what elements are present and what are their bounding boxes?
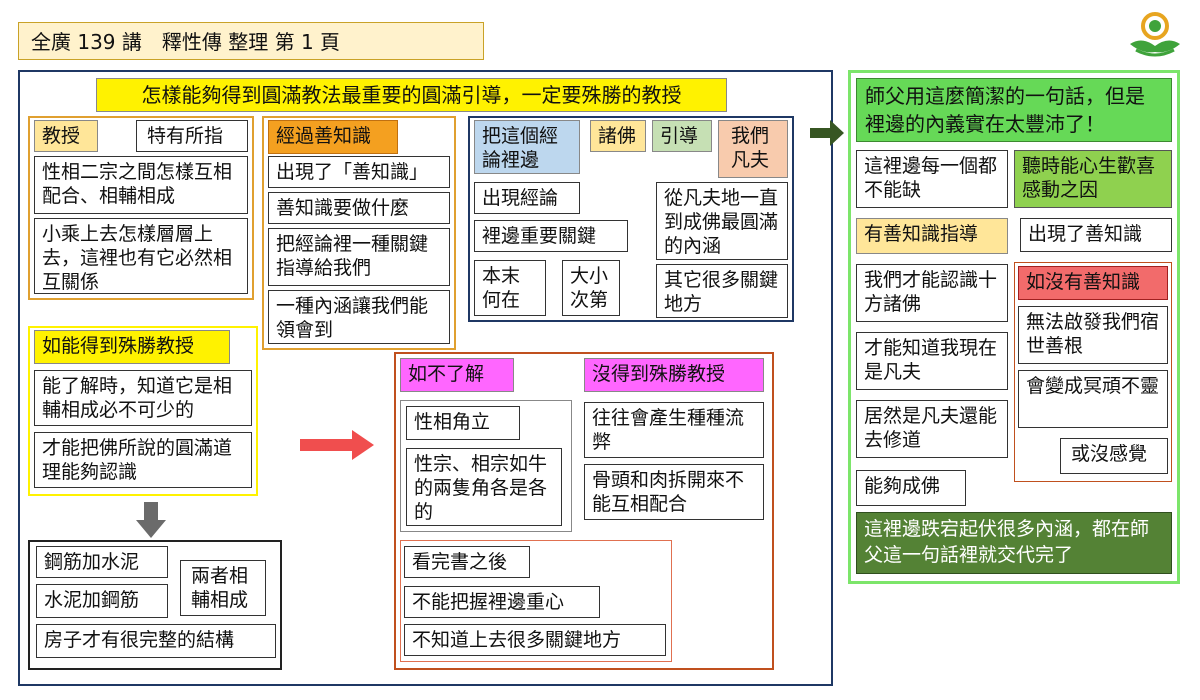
tingshi: 聽時能心生歡喜感動之因	[1014, 150, 1172, 208]
jinglun-group	[468, 116, 794, 322]
transition-arrow-icon	[810, 120, 844, 146]
yindao-label: 引導	[652, 120, 712, 152]
jiaoshou-item-1: 性相二宗之間怎樣互相配合、相輔相成	[34, 156, 248, 214]
mei-item-2: 會變成冥頑不靈	[1018, 370, 1168, 428]
bulie-group	[400, 400, 572, 532]
jiaoshou-item-2: 小乘上去怎樣層層上去，這裡也有它必然相互關係	[34, 218, 248, 294]
bulie-item-2: 性宗、相宗如牛的兩隻角各是各的	[406, 448, 562, 526]
left-main-title: 怎樣能夠得到圓滿教法最重要的圓滿引導，一定要殊勝的教授	[96, 78, 727, 112]
jinglun-label: 把這個經論裡邊	[474, 120, 580, 174]
right-conclusion: 這裡邊跌宕起伏很多內涵，都在師父這一句話裡就交代完了	[856, 512, 1172, 574]
shanzhishi-item-4: 一種內涵讓我們能領會到	[268, 290, 450, 344]
shanzhishi-item-2: 善知識要做什麼	[268, 192, 450, 224]
shanzhishi-item-1: 出現了「善知識」	[268, 156, 450, 188]
jinglun-item-1: 出現經論	[474, 182, 580, 214]
mei-label: 如沒有善知識	[1018, 266, 1168, 300]
mei-item-1: 無法啟發我們宿世善根	[1018, 306, 1168, 364]
kanwan-item-3: 不知道上去很多關鍵地方	[404, 624, 666, 656]
jiaoshou-tag: 特有所指	[136, 120, 248, 152]
right-arrow-icon	[300, 430, 374, 460]
jinglun-item-3: 本末何在	[474, 260, 546, 316]
shanzhishi-item-3: 把經論裡一種關鍵指導給我們	[268, 228, 450, 286]
jiaoshou-group	[28, 116, 254, 300]
mei-item-3: 或沒感覺	[1060, 438, 1168, 474]
bulie-label: 如不了解	[400, 358, 514, 392]
analogy-item-3: 房子才有很完整的結構	[36, 624, 276, 658]
you-item-4: 能夠成佛	[856, 470, 966, 506]
meide-item-2: 骨頭和肉拆開來不能互相配合	[584, 464, 764, 520]
meide-label: 沒得到殊勝教授	[584, 358, 764, 392]
mei-yige: 這裡邊每一個都不能缺	[856, 150, 1008, 208]
right-main-frame	[848, 70, 1180, 584]
fanfu-label: 我們凡夫	[718, 120, 788, 178]
kanwan-group	[400, 540, 672, 662]
lotus-logo-icon	[1122, 10, 1188, 62]
down-arrow-icon	[136, 502, 166, 538]
header-title: 全廣 139 講 釋性傳 整理 第 1 頁	[18, 22, 484, 60]
analogy-both: 兩者相輔相成	[180, 560, 266, 616]
jiaoshou-label: 教授	[34, 120, 98, 152]
jinglun-right-item-2: 其它很多關鍵地方	[656, 264, 788, 318]
kanwan-item-2: 不能把握裡邊重心	[404, 586, 600, 618]
analogy-group	[28, 540, 282, 670]
you-item-3: 居然是凡夫還能去修道	[856, 400, 1008, 458]
left-main-frame	[18, 70, 833, 686]
right-main-title: 師父用這麼簡潔的一句話，但是裡邊的內義實在太豐沛了！	[856, 78, 1172, 142]
meide-item-1: 往往會產生種種流弊	[584, 402, 764, 458]
shanzhishi-group	[262, 116, 456, 350]
you-label: 有善知識指導	[856, 218, 1008, 254]
jinglun-item-4: 大小次第	[562, 260, 620, 316]
mei-group	[1014, 262, 1172, 482]
shanzhishi-label: 經過善知識	[268, 120, 398, 154]
you-item-2: 才能知道我現在是凡夫	[856, 332, 1008, 390]
analogy-item-2: 水泥加鋼筋	[36, 584, 168, 618]
kanwan-item-1: 看完書之後	[404, 546, 530, 578]
zhufo-label: 諸佛	[590, 120, 646, 152]
rusheng-label: 如能得到殊勝教授	[34, 330, 230, 364]
you-item-1: 我們才能認識十方諸佛	[856, 264, 1008, 322]
analogy-item-1: 鋼筋加水泥	[36, 546, 168, 578]
bulie-item-1: 性相角立	[406, 406, 520, 440]
jinglun-item-2: 裡邊重要關鍵	[474, 220, 628, 252]
consequence-group	[394, 352, 774, 670]
chuxian: 出現了善知識	[1020, 218, 1172, 252]
jinglun-right-item-1: 從凡夫地一直到成佛最圓滿的內涵	[656, 182, 788, 260]
rusheng-group	[28, 326, 258, 496]
rusheng-item-1: 能了解時，知道它是相輔相成必不可少的	[34, 370, 252, 426]
rusheng-item-2: 才能把佛所說的圓滿道理能夠認識	[34, 432, 252, 488]
